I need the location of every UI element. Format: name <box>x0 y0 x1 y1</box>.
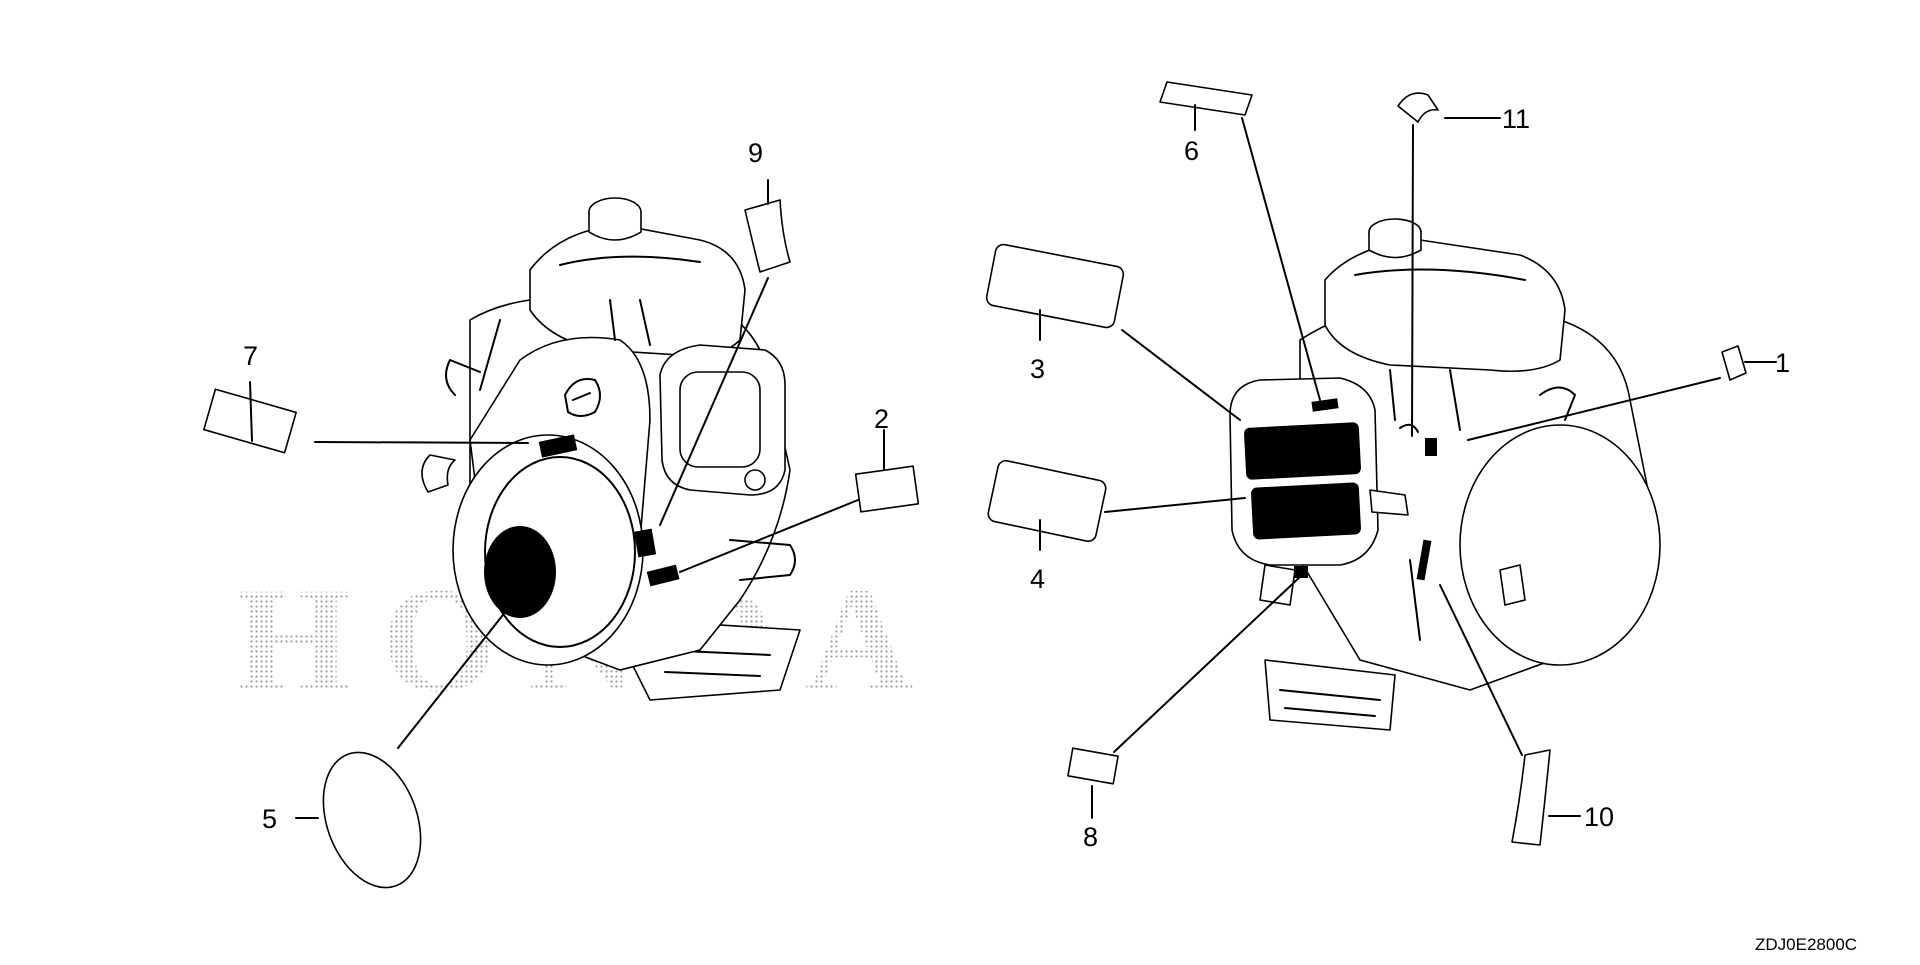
callout-4: 4 <box>1030 564 1045 594</box>
label-part-1 <box>1721 345 1747 381</box>
callout-9: 9 <box>748 138 763 168</box>
callout-10: 10 <box>1584 802 1614 832</box>
label-part-5 <box>322 751 422 889</box>
label-part-7 <box>203 388 297 454</box>
callout-8: 8 <box>1083 822 1098 852</box>
label-part-3 <box>985 243 1125 329</box>
engine-right-illustration <box>1229 218 1661 731</box>
label-part-6 <box>1159 81 1253 116</box>
label-part-11 <box>1397 92 1439 123</box>
callout-3: 3 <box>1030 354 1045 384</box>
callout-2: 2 <box>874 404 889 434</box>
label-part-8 <box>1067 747 1119 785</box>
callout-11: 11 <box>1502 104 1530 134</box>
label-part-9 <box>744 199 791 273</box>
callout-1: 1 <box>1775 348 1790 378</box>
callout-6: 6 <box>1184 136 1199 166</box>
engine-left-illustration <box>421 197 801 701</box>
drawing-code: ZDJ0E2800C <box>1755 935 1857 954</box>
label-part-2 <box>854 465 920 513</box>
leader-lines <box>249 104 1777 819</box>
callout-5: 5 <box>262 804 277 834</box>
callout-7: 7 <box>243 341 258 371</box>
label-part-10 <box>1511 749 1551 846</box>
label-part-4 <box>987 459 1107 543</box>
